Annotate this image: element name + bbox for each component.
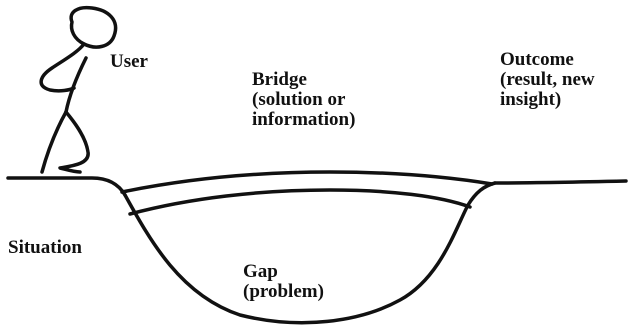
bridge-label-line-3: information) [252, 109, 356, 130]
user-label-text: User [110, 51, 148, 72]
gap-label: Gap (problem) [243, 262, 324, 302]
bridge-top-edge [120, 170, 494, 194]
outcome-label-line-1: Outcome [500, 49, 574, 70]
outcome-label: Outcome (result, new insight) [500, 50, 595, 110]
bridge-bottom-edge [128, 188, 472, 216]
ground-right [493, 179, 628, 185]
gap-label-line-2: (problem) [243, 281, 324, 302]
user-torso [64, 56, 88, 114]
situation-label-text: Situation [8, 237, 82, 258]
outcome-label-line-2: (result, new [500, 69, 595, 90]
outcome-label-line-3: insight) [500, 89, 562, 110]
user-stick-figure [39, 5, 118, 174]
situation-label: Situation [8, 238, 82, 258]
user-neck-arm [39, 42, 86, 93]
bridge-label: Bridge (solution or information) [252, 70, 355, 130]
user-front-leg [58, 110, 90, 174]
user-label: User [110, 52, 148, 72]
gap-label-line-1: Gap [243, 261, 278, 282]
bridge-label-line-2: (solution or [252, 89, 346, 110]
bridge-label-line-1: Bridge [252, 69, 307, 90]
user-head [69, 5, 118, 49]
ground-left [6, 176, 127, 197]
user-back-leg [40, 110, 68, 174]
